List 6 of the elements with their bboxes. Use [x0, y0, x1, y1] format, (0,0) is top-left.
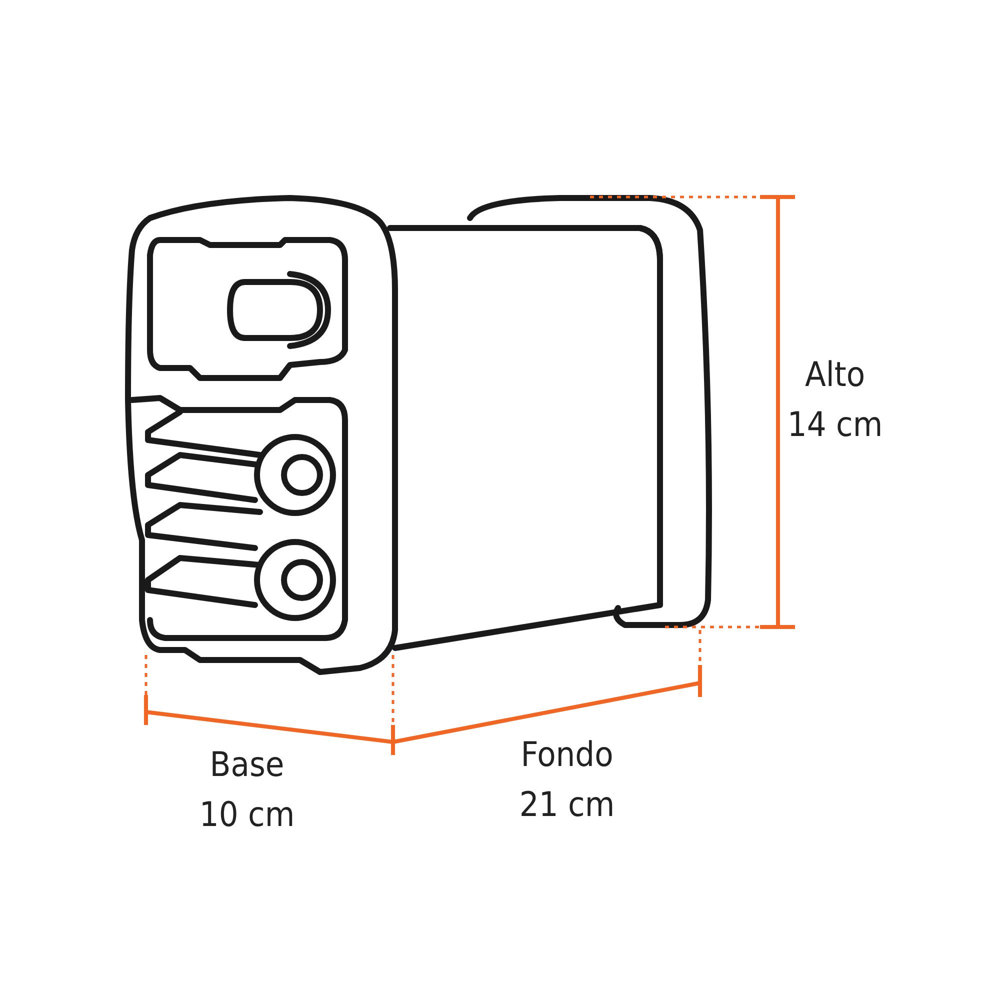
dimension-label: 21 cm — [519, 785, 615, 825]
dimension-label: Fondo — [520, 735, 614, 775]
dimension-label: 10 cm — [199, 795, 295, 835]
dimension-label: Base — [210, 745, 284, 785]
dimension-label: 14 cm — [787, 405, 883, 445]
dimension-label: Alto — [804, 355, 866, 395]
